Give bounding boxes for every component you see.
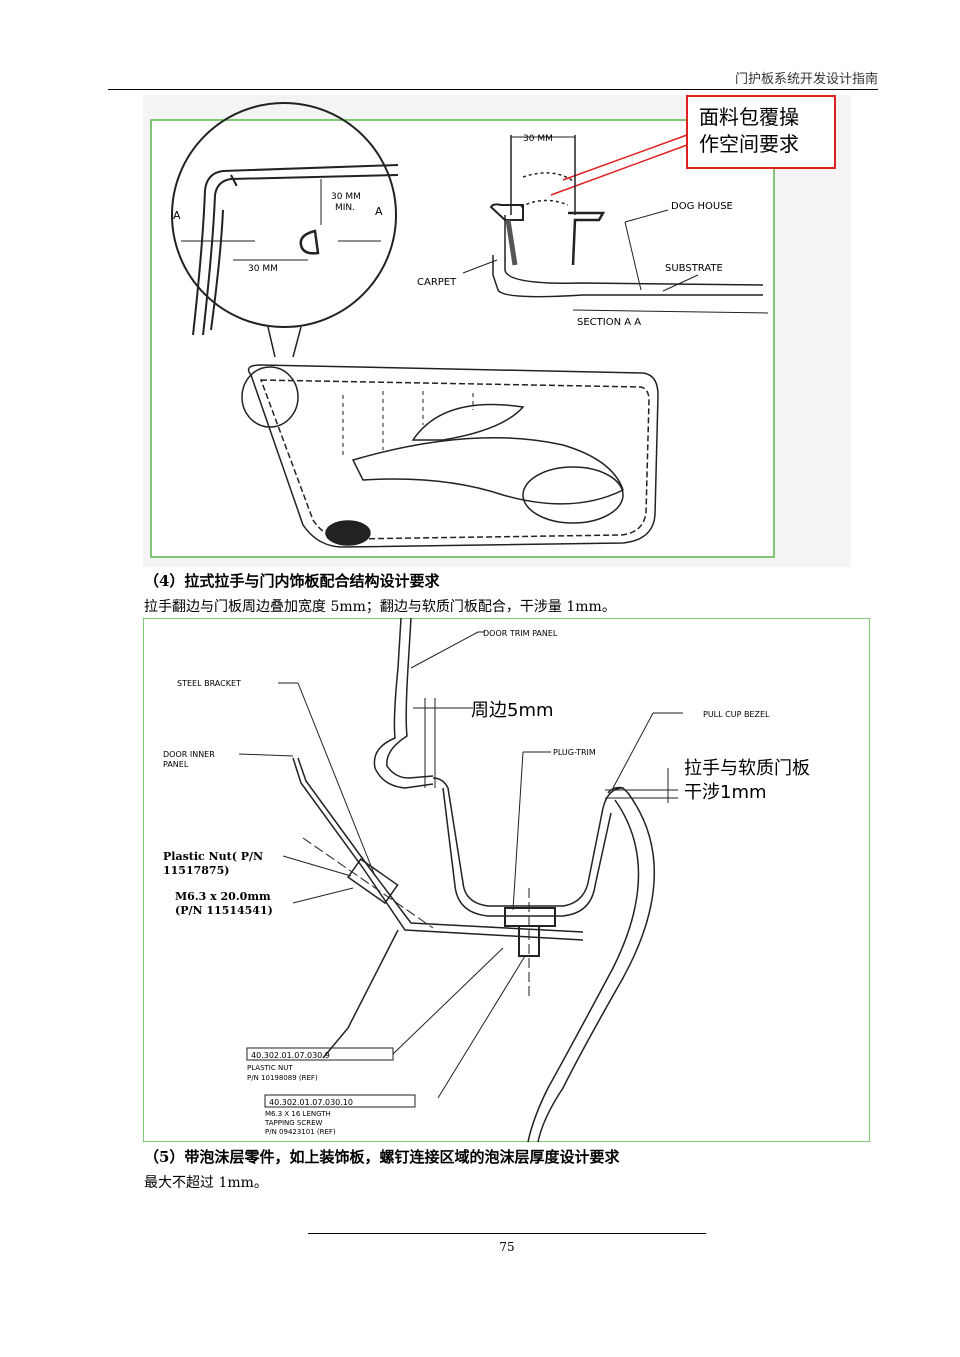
- section-aa-drawing: [462, 135, 769, 314]
- label-steel-bracket: STEEL BRACKET: [177, 679, 241, 688]
- label-periphery-5mm: 周边5mm: [471, 700, 554, 721]
- label-carpet: CARPET: [417, 277, 457, 288]
- page-number: 75: [499, 1240, 515, 1254]
- label-substrate: SUBSTRATE: [665, 263, 723, 274]
- footer-rule: [308, 1233, 706, 1234]
- figure-pull-cup-assembly: DOOR TRIM PANEL STEEL BRACKET DOOR INNER…: [143, 618, 870, 1142]
- box1-line-1: PLASTIC NUT: [247, 1064, 293, 1072]
- section-mark-a-right: A: [375, 205, 383, 218]
- label-section-aa: SECTION A A: [577, 317, 641, 328]
- dim-30mm-top: 30 MM: [523, 134, 553, 144]
- section-4-text: 拉手翻边与门板周边叠加宽度 5mm；翻边与软质门板配合，干涉量 1mm。: [144, 599, 616, 615]
- dim-30mm-min-1: 30 MM: [331, 192, 361, 202]
- label-screw-2: (P/N 11514541): [175, 904, 273, 917]
- running-header: 门护板系统开发设计指南: [734, 72, 878, 87]
- label-door-inner-2: PANEL: [163, 760, 189, 769]
- section-mark-a-left: A: [173, 209, 181, 222]
- section-5-heading: （5）带泡沫层零件，如上装饰板，螺钉连接区域的泡沫层厚度设计要求: [144, 1148, 620, 1166]
- label-plug-trim: PLUG-TRIM: [553, 748, 596, 757]
- label-pull-cup-bezel: PULL CUP BEZEL: [703, 710, 770, 719]
- label-dog-house: DOG HOUSE: [671, 201, 733, 212]
- header-rule: [108, 89, 878, 90]
- detail-circle: [171, 102, 399, 358]
- dim-30mm-min-2: MIN.: [335, 203, 355, 213]
- box1-line-2: P/N 10198089 (REF): [247, 1074, 318, 1082]
- label-door-inner-1: DOOR INNER: [163, 750, 215, 759]
- label-interference-1: 拉手与软质门板: [684, 758, 810, 779]
- section-5-text: 最大不超过 1mm。: [144, 1175, 268, 1191]
- label-interference-2: 干涉1mm: [684, 782, 767, 803]
- label-plastic-nut-2: 11517875): [163, 864, 229, 877]
- callout-line-1: 面料包覆操: [699, 105, 799, 129]
- door-panel-outline: [241, 364, 659, 548]
- pull-cup-drawing: [238, 618, 683, 1142]
- callout-line-2: 作空间要求: [699, 132, 799, 156]
- section-4-heading: （4）拉式拉手与门内饰板配合结构设计要求: [144, 572, 440, 590]
- label-door-trim-panel: DOOR TRIM PANEL: [483, 629, 558, 638]
- label-plastic-nut-1: Plastic Nut( P/N: [163, 850, 263, 863]
- box2-line-1: M6.3 X 16 LENGTH: [265, 1110, 331, 1118]
- box2-line-3: P/N 09423101 (REF): [265, 1128, 336, 1136]
- dim-30mm-bottom: 30 MM: [248, 264, 278, 274]
- label-screw-1: M6.3 x 20.0mm: [175, 890, 271, 903]
- box2-code: 40.302.01.07.030.10: [269, 1098, 353, 1107]
- box2-line-2: TAPPING SCREW: [264, 1119, 323, 1127]
- box1-code: 40.302.01.07.030.9: [251, 1051, 330, 1060]
- figure-door-panel-section: 面料包覆操 作空间要求 30 MM MIN. 30 MM A A: [143, 95, 851, 567]
